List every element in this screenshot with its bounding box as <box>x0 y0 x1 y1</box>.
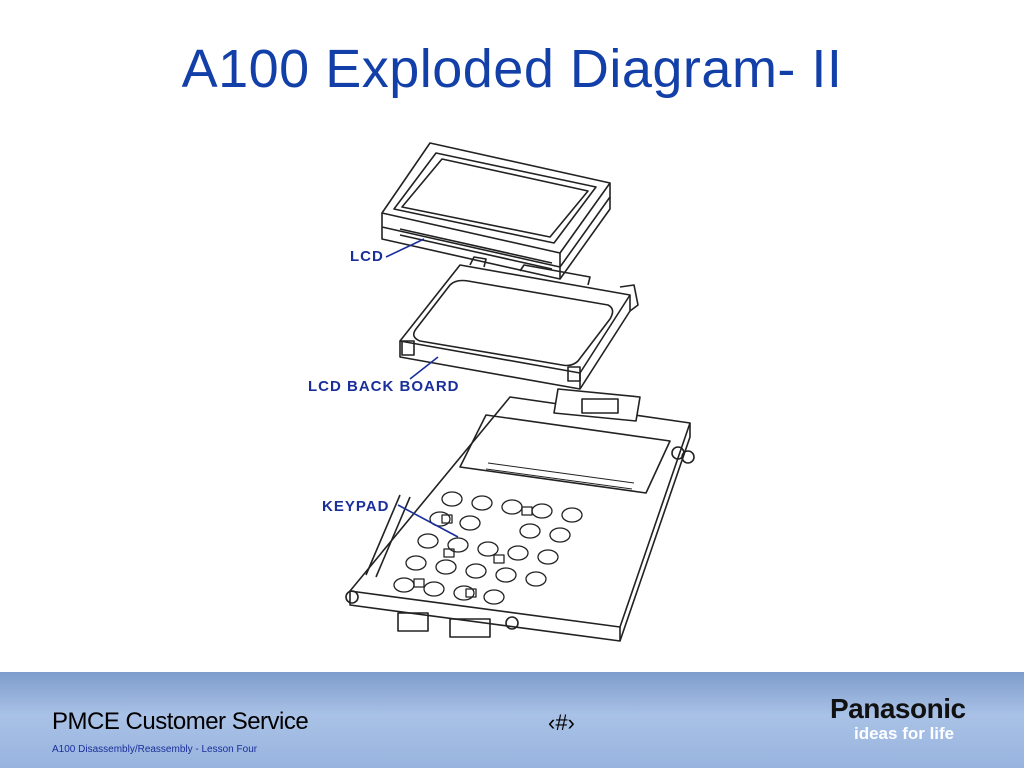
keypad-label: KEYPAD <box>322 498 389 515</box>
page-number-marker: ‹#› <box>548 710 575 735</box>
lcd-part <box>381 142 611 280</box>
keypad-pcb-part <box>345 388 695 642</box>
lcd-back-board-part <box>399 256 639 390</box>
lcd-label: LCD <box>350 248 384 265</box>
lcd-leader-line <box>385 238 425 258</box>
brand-name: Panasonic <box>830 693 966 724</box>
exploded-diagram: LCD LCD BACK BOARD KEYPAD <box>308 142 695 642</box>
footer-subtitle: A100 Disassembly/Reassembly - Lesson Fou… <box>52 744 258 755</box>
lcd-back-board-label: LCD BACK BOARD <box>308 378 460 395</box>
keypad-leader-line <box>397 504 459 538</box>
brand-tagline: ideas for life <box>854 724 955 743</box>
slide-title: A100 Exploded Diagram- II <box>181 39 843 99</box>
slide-footer: PMCE Customer Service A100 Disassembly/R… <box>0 672 1024 768</box>
footer-title: PMCE Customer Service <box>52 708 309 735</box>
panasonic-logo: Panasonic ideas for life <box>830 694 1000 744</box>
lcd-back-board-leader-line <box>409 356 439 380</box>
